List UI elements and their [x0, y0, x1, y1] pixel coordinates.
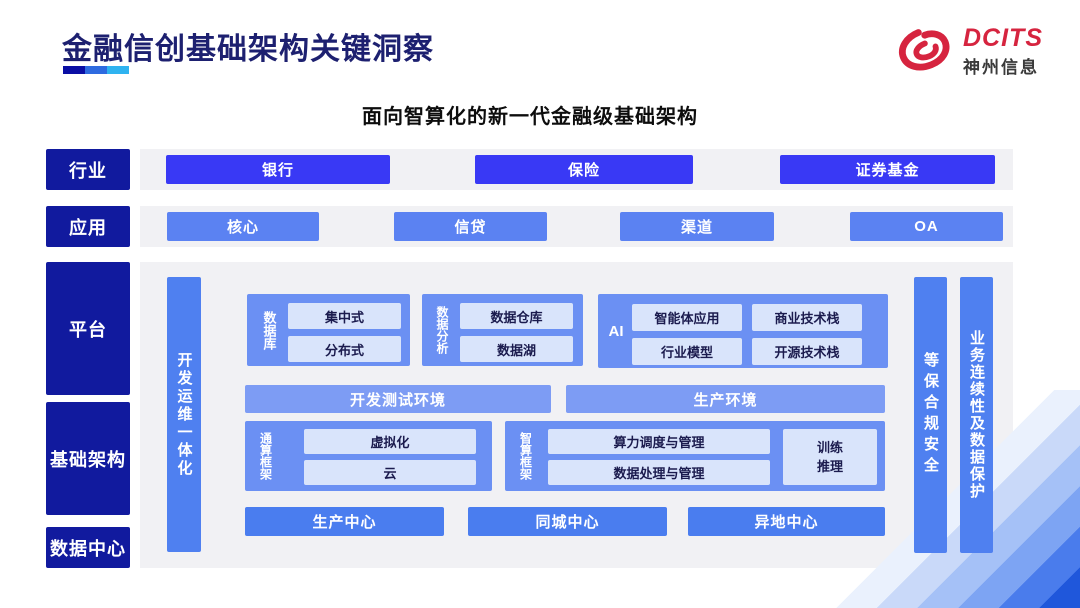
- security-vertical-bar: 等保合规安全: [914, 277, 947, 553]
- center-same-city: 同城中心: [468, 507, 667, 536]
- continuity-bar-label: 业务连续性及数据保护: [968, 330, 985, 500]
- continuity-vertical-bar: 业务连续性及数据保护: [960, 277, 993, 553]
- general-item-cloud: 云: [304, 460, 476, 485]
- app-box-channel: 渠道: [620, 212, 774, 241]
- diagram-subtitle: 面向智算化的新一代金融级基础架构: [362, 106, 698, 128]
- devops-bar-label: 开发运维一体化: [175, 351, 193, 478]
- layer-label-infrastructure: 基础架构: [46, 402, 130, 515]
- analytics-group-label: 数据分析: [435, 306, 449, 354]
- env-bar-production: 生产环境: [566, 385, 885, 413]
- layer-label-datacenter: 数据中心: [46, 527, 130, 568]
- ai-item-industry-model: 行业模型: [632, 338, 742, 365]
- ai-framework-item-data-processing: 数据处理与管理: [548, 460, 770, 485]
- analytics-item-warehouse: 数据仓库: [460, 303, 573, 329]
- database-group: 数据库 集中式 分布式: [247, 294, 410, 366]
- general-framework-label: 通算框架: [258, 432, 273, 480]
- app-box-credit: 信贷: [394, 212, 547, 241]
- logo-brand-text: DCITS: [963, 23, 1043, 52]
- layer-label-platform: 平台: [46, 262, 130, 395]
- analytics-item-lake: 数据湖: [460, 336, 573, 362]
- ai-group: AI 智能体应用 商业技术栈 行业模型 开源技术栈: [598, 294, 888, 368]
- env-bar-devtest: 开发测试环境: [245, 385, 551, 413]
- industry-box-securities: 证券基金: [780, 155, 995, 184]
- page-title: 金融信创基础架构关键洞察: [62, 33, 434, 66]
- center-remote: 异地中心: [688, 507, 885, 536]
- ai-framework-item-compute-scheduling: 算力调度与管理: [548, 429, 770, 454]
- ai-item-opensource-stack: 开源技术栈: [752, 338, 862, 365]
- ai-item-commercial-stack: 商业技术栈: [752, 304, 862, 331]
- dcits-logo: DCITS 神州信息: [893, 20, 1043, 83]
- center-production: 生产中心: [245, 507, 444, 536]
- ai-item-agent-app: 智能体应用: [632, 304, 742, 331]
- ai-framework-item-training-inference: 训练推理: [783, 429, 877, 485]
- ai-group-label: AI: [608, 322, 624, 340]
- devops-vertical-bar: 开发运维一体化: [167, 277, 201, 552]
- title-underline: [63, 66, 129, 74]
- app-box-oa: OA: [850, 212, 1003, 241]
- database-item-centralized: 集中式: [288, 303, 401, 329]
- layer-label-application: 应用: [46, 206, 130, 247]
- logo-company-text: 神州信息: [963, 57, 1039, 77]
- layer-label-industry: 行业: [46, 149, 130, 190]
- industry-box-bank: 银行: [166, 155, 390, 184]
- general-item-virtualization: 虚拟化: [304, 429, 476, 454]
- security-bar-label: 等保合规安全: [922, 352, 939, 478]
- industry-box-insurance: 保险: [475, 155, 693, 184]
- app-box-core: 核心: [167, 212, 319, 241]
- database-item-distributed: 分布式: [288, 336, 401, 362]
- ai-framework-label: 智算框架: [518, 432, 533, 480]
- general-framework-group: 通算框架 虚拟化 云: [245, 421, 492, 491]
- ai-framework-group: 智算框架 算力调度与管理 数据处理与管理 训练推理: [505, 421, 885, 491]
- logo-swirl-icon: [893, 20, 955, 83]
- database-group-label: 数据库: [261, 310, 277, 350]
- analytics-group: 数据分析 数据仓库 数据湖: [422, 294, 583, 366]
